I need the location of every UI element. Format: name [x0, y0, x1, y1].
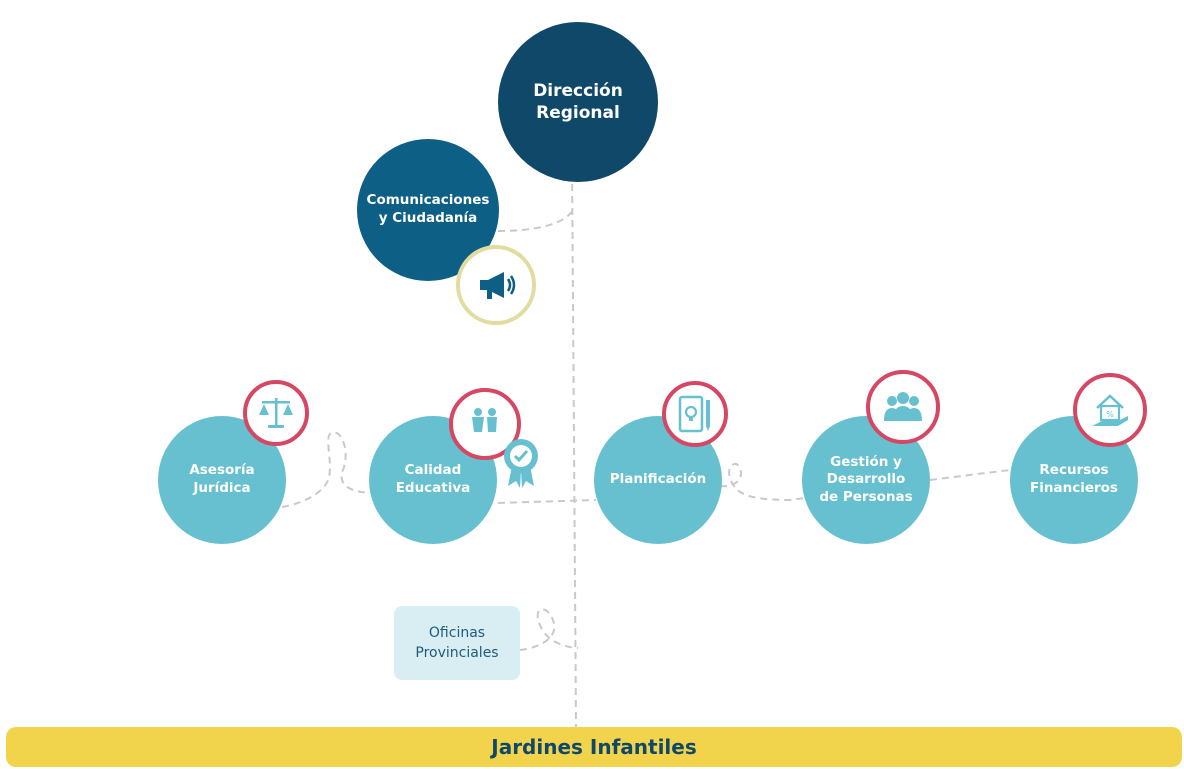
node-direccion-regional: Dirección Regional: [498, 22, 658, 182]
award-badge-icon: [504, 439, 538, 488]
bottom-bar: Jardines Infantiles: [6, 727, 1182, 767]
node-label: Gestión y Desarrollo de Personas: [819, 453, 913, 505]
svg-text:%: %: [1106, 410, 1114, 419]
children-award-icon: [449, 388, 521, 460]
house-hand-icon: %: [1073, 373, 1147, 447]
node-label: Dirección Regional: [533, 80, 623, 123]
scales-icon: [243, 380, 309, 446]
node-gestion-desarrollo: Gestión y Desarrollo de Personas: [802, 416, 930, 544]
document-lightbulb-icon: [662, 381, 728, 447]
megaphone-icon: [456, 245, 536, 325]
node-label: Comunicaciones y Ciudadanía: [366, 192, 490, 226]
people-group-icon: [866, 370, 940, 444]
bottom-bar-label: Jardines Infantiles: [491, 735, 697, 759]
offices-box: Oficinas Provinciales: [394, 606, 520, 680]
node-label: Calidad Educativa: [395, 462, 471, 496]
offices-label: Oficinas Provinciales: [415, 624, 499, 661]
node-label: Recursos Financieros: [1030, 462, 1118, 496]
node-label: Asesoría Jurídica: [189, 462, 255, 496]
node-label: Planificación: [609, 471, 707, 488]
